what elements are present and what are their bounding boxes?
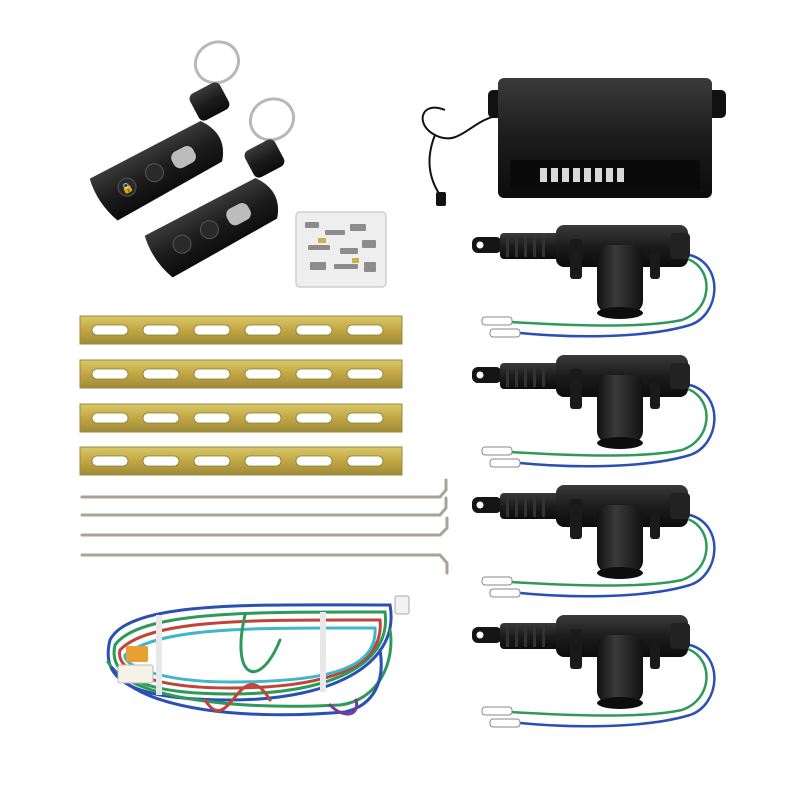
mounting-bracket [79,359,403,389]
door-lock-actuator [472,225,716,338]
mounting-bracket [79,403,403,433]
control-module [421,78,726,206]
wire-connector [117,664,154,684]
mounting-bracket [79,315,403,345]
remote-key-fob [144,97,296,278]
mounting-bracket [79,446,403,476]
door-lock-actuator [472,355,716,468]
lock-icon: 🔒 [119,180,136,196]
fuse-holder [126,646,148,662]
remote-key-fob: 🔒 [89,40,241,221]
connecting-rod [80,516,449,537]
cable-tie [320,612,326,692]
wire-connector [394,595,410,615]
door-lock-actuator [472,485,716,598]
door-lock-actuator [472,615,716,728]
connecting-rod [80,496,448,517]
connecting-rod [80,553,449,575]
hardware-screws-bag [295,211,387,288]
wiring-harness [106,603,393,717]
connecting-rod [80,478,448,499]
cable-tie [156,615,162,695]
